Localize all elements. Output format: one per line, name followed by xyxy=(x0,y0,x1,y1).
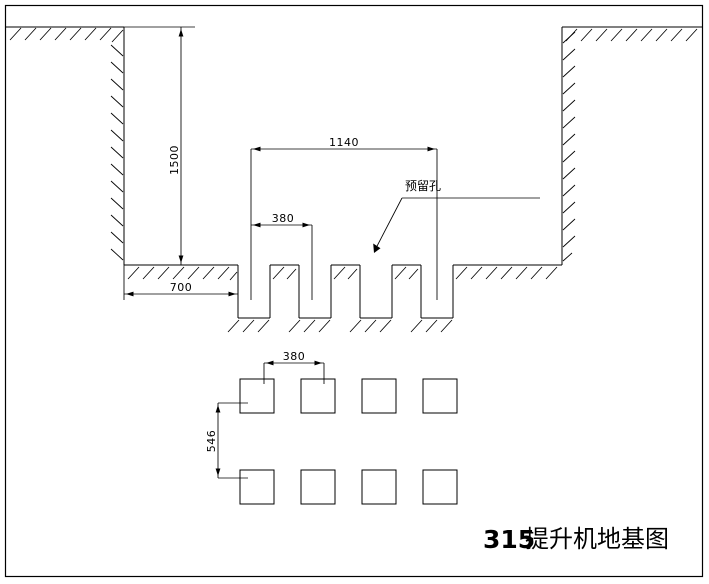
annotation-reserved-hole-group: 预留孔 xyxy=(373,179,540,253)
drawing-title-text: 提升机地基图 xyxy=(525,525,669,553)
dimension-1140-group: 1140 xyxy=(250,136,438,300)
dimension-380-plan-group: 380 xyxy=(263,350,325,384)
plan-hole-r2-c2 xyxy=(300,469,336,505)
hatch-left-ground xyxy=(9,27,124,43)
dim-380-plan-label: 380 xyxy=(283,350,306,363)
dim-1140-label: 1140 xyxy=(329,136,359,149)
plan-hole-r2-c4 xyxy=(422,469,458,505)
dimension-1500-group: 1500 xyxy=(124,26,195,265)
plan-hole-r1-c3 xyxy=(361,378,397,414)
dim-1500-arrow-top xyxy=(178,29,184,37)
drawing-title-number: 315 xyxy=(483,525,535,554)
dim-700-arrow-right xyxy=(228,291,236,297)
hatch-left-ledge xyxy=(127,266,238,281)
dim-546-arrow-top xyxy=(215,405,221,413)
dim-546-arrow-bottom xyxy=(215,468,221,476)
hatch-right-ledge xyxy=(455,266,558,280)
dimension-700-group: 700 xyxy=(123,265,239,300)
dim-1140-arrow-left xyxy=(253,146,261,152)
dim-380-plan-arrow-left xyxy=(266,360,274,366)
plan-hole-r1-c2 xyxy=(300,378,336,414)
dim-1140-arrow-right xyxy=(427,146,435,152)
hatch-trench-bottoms xyxy=(227,319,453,333)
dim-380-section-label: 380 xyxy=(272,212,295,225)
plan-view-group xyxy=(239,378,458,505)
dim-546-label: 546 xyxy=(205,430,218,453)
dimension-380-section-group: 380 xyxy=(251,212,313,300)
hatch-right-ground xyxy=(565,28,698,42)
plan-hole-r2-c1 xyxy=(239,469,275,505)
dim-1500-label: 1500 xyxy=(168,145,181,175)
dim-380-plan-arrow-right xyxy=(314,360,322,366)
hatch-left-wall xyxy=(110,44,124,261)
annotation-reserved-hole-label: 预留孔 xyxy=(405,179,441,193)
dim-700-arrow-left xyxy=(126,291,134,297)
section-view-group xyxy=(6,26,702,333)
dimension-546-plan-group: 546 xyxy=(205,402,248,479)
plan-hole-r1-c4 xyxy=(422,378,458,414)
sheet-border-frame xyxy=(4,4,704,578)
dim-700-label: 700 xyxy=(170,281,193,294)
hatch-rib-tops xyxy=(272,266,419,280)
hatch-right-wall xyxy=(562,31,576,262)
drawing-title-group: 315 提升机地基图 xyxy=(483,525,669,554)
leader-arrowhead xyxy=(373,243,381,253)
plan-hole-r2-c3 xyxy=(361,469,397,505)
dim-1500-arrow-bottom xyxy=(178,255,184,263)
leader-angled-line xyxy=(374,197,403,251)
plan-hole-r1-c1 xyxy=(239,378,275,414)
dim-380-sec-arrow-left xyxy=(253,222,261,228)
dim-380-sec-arrow-right xyxy=(302,222,310,228)
